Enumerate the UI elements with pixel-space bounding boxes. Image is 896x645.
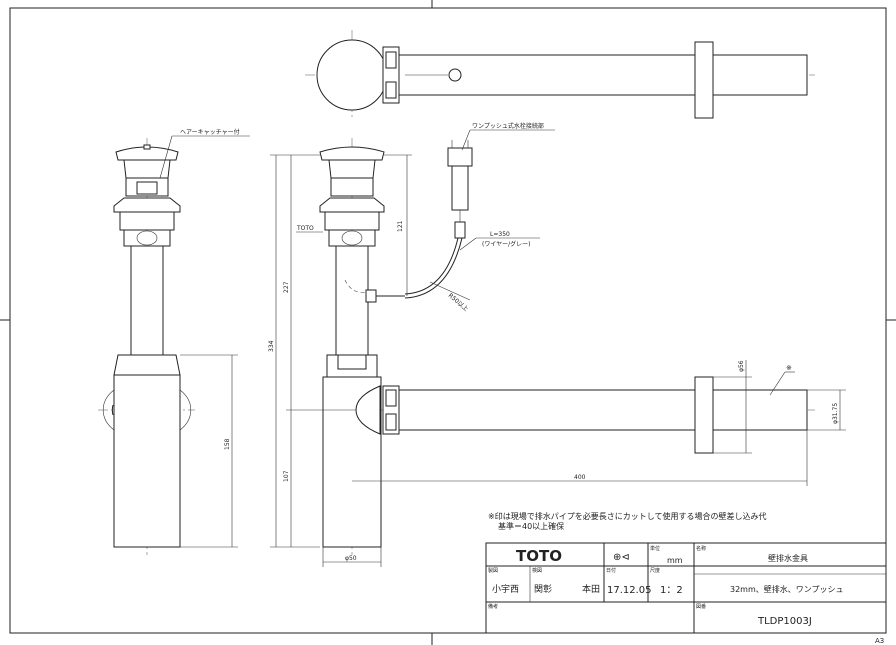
dim-227: 227 (283, 281, 290, 293)
dim-121: 121 (397, 220, 404, 232)
check-label: 検図 (532, 567, 542, 574)
wire-length-label: L=350 (490, 231, 510, 238)
dim-334: 334 (268, 340, 275, 352)
dimension-lines (159, 129, 846, 567)
sheet-size: A3 (875, 637, 884, 645)
drawing-no-label: 図番 (696, 603, 706, 610)
date-label: 日付 (606, 567, 616, 574)
dim-158: 158 (224, 438, 231, 450)
title-logo: TOTO (516, 547, 562, 565)
title-block (485, 542, 887, 634)
scale-value: 1：2 (660, 585, 683, 596)
description-value: 32mm、壁排水、ワンプッシュ (730, 584, 844, 594)
pipe-mark-label: ※ (786, 364, 792, 372)
name-label: 名称 (696, 545, 706, 552)
projection-symbol: ⊕⊲ (613, 552, 630, 563)
dim-400: 400 (574, 474, 586, 481)
drawn-label: 製図 (488, 567, 498, 574)
top-view (305, 30, 815, 120)
dim-107: 107 (283, 470, 290, 482)
side-view (319, 138, 815, 555)
scale-label: 尺度 (650, 567, 660, 574)
front-view (98, 138, 195, 555)
unit-label: 単位 (650, 545, 660, 552)
check-value: 関彰 (534, 583, 552, 595)
remarks-label: 備考 (488, 603, 498, 610)
note-line-1: ※印は現場で排水パイプを必要長さにカットして使用する場合の壁差し込み代 (488, 511, 766, 521)
dim-56: φ56 (738, 360, 745, 372)
note-line-2: 基準＝40以上確保 (498, 521, 564, 531)
dim-31-75: φ31.75 (832, 403, 839, 424)
drawing-no-value: TLDP1003J (757, 616, 812, 627)
push-wire-connector-label: ワンプッシュ式水栓接続部 (472, 122, 544, 130)
name-value: 壁排水金具 (768, 553, 808, 563)
date-value: 17.12.05 (607, 585, 652, 596)
unit-value: mm (667, 556, 683, 565)
drawn-value: 小宇西 (492, 583, 519, 595)
wire-spec-label: (ワイヤー/グレー) (482, 240, 531, 248)
hair-catcher-label: ヘアーキャッチャー付 (180, 128, 240, 136)
approve-value: 本田 (582, 583, 600, 595)
brand-mark-label: TOTO (296, 225, 314, 232)
dim-50: φ50 (345, 555, 357, 562)
